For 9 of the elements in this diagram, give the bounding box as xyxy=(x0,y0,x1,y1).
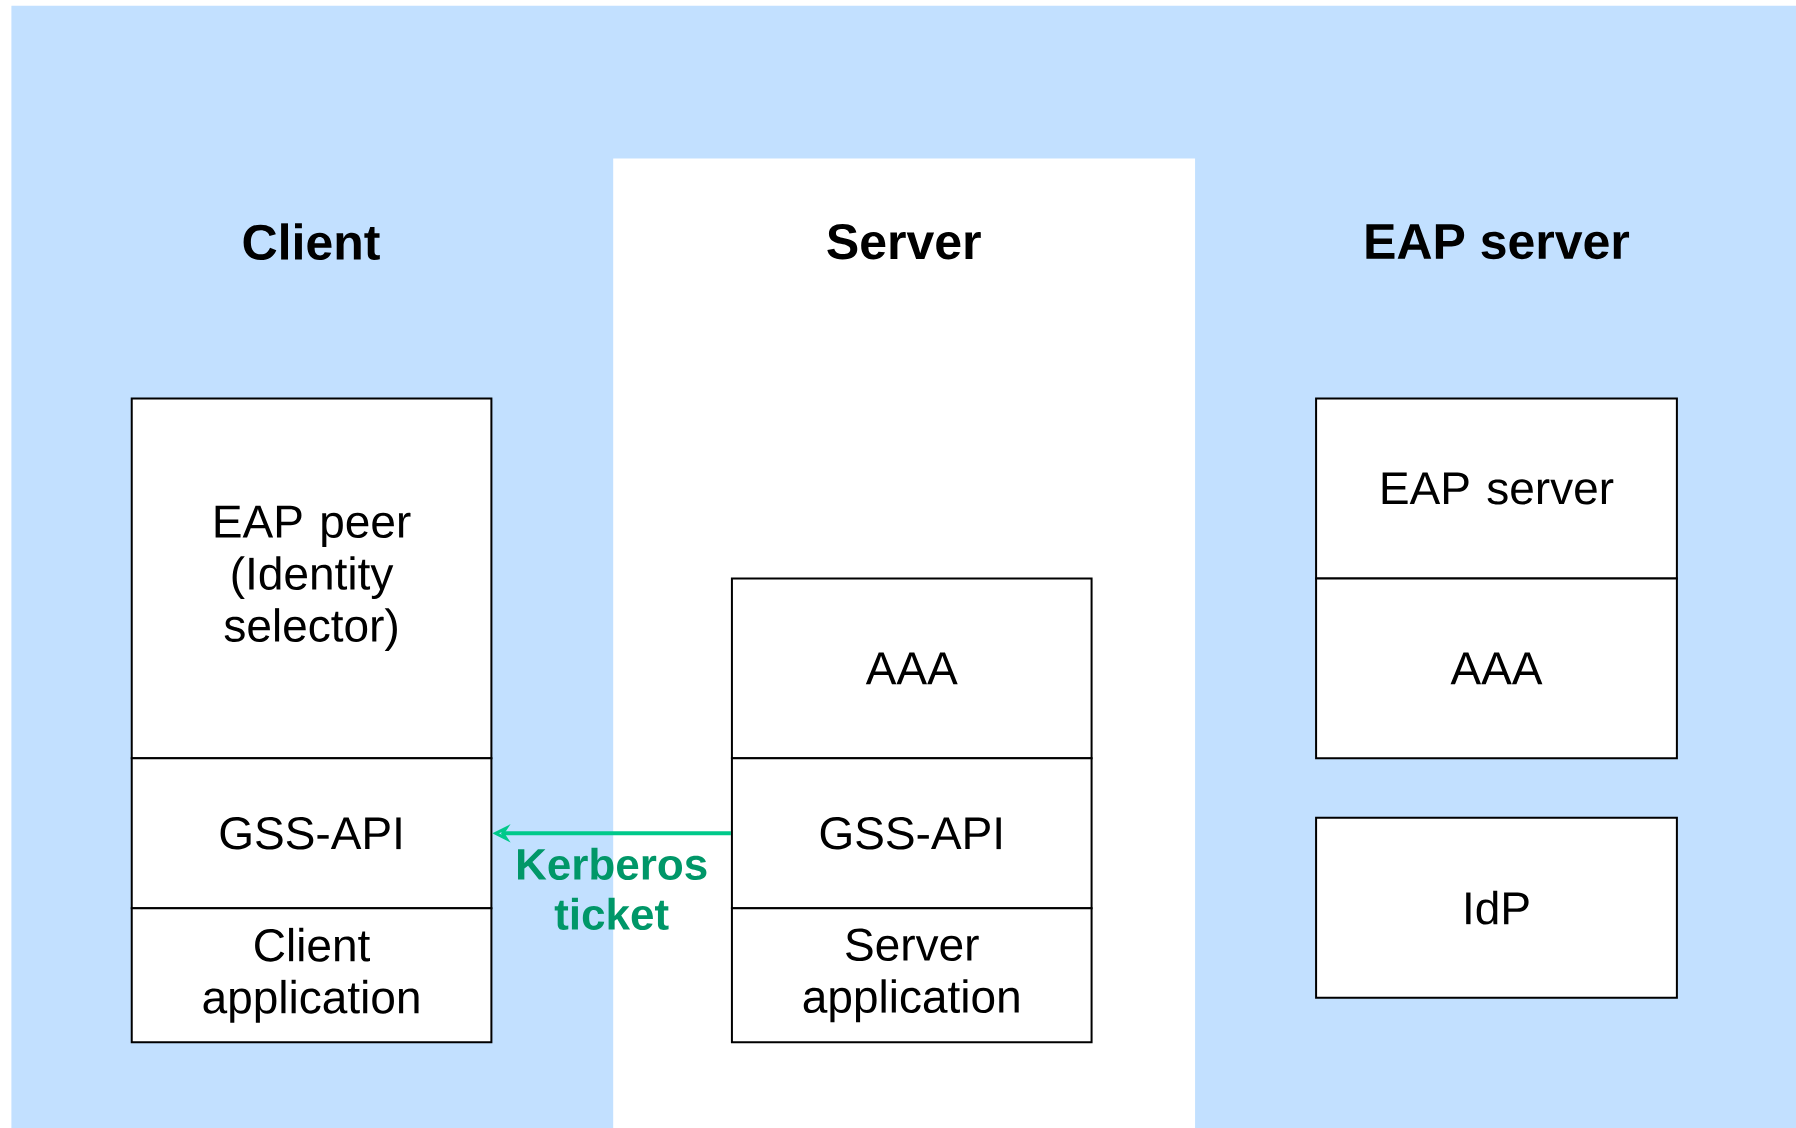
edge-label: Kerberos ticket xyxy=(518,847,707,930)
layer-box: IdP xyxy=(1315,816,1678,999)
layer-box: GSS-API xyxy=(130,757,493,910)
layer-box: Server application xyxy=(730,907,1093,1044)
layer-box: AAA xyxy=(1315,577,1678,760)
layer-box: AAA xyxy=(730,577,1093,760)
layer-box: GSS-API xyxy=(730,757,1093,910)
layer-box: Client application xyxy=(130,907,493,1044)
layer-box: EAP server xyxy=(1315,397,1678,580)
